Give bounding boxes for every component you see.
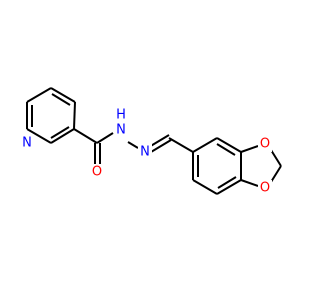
hydrazone-hydrogen-label: H (116, 108, 126, 123)
bond (270, 165, 282, 183)
bond (216, 137, 242, 153)
dioxole-ring (240, 145, 282, 187)
bond (168, 137, 194, 153)
dioxole-lower-oxygen-label: O (260, 181, 270, 196)
amide-linkage (73, 128, 114, 166)
double-bond-inner (51, 93, 71, 106)
pyridine-nitrogen-label: N (22, 136, 32, 151)
double-bond-inner (216, 143, 236, 156)
benzene-ring (192, 137, 242, 195)
imine-double-bond (150, 139, 172, 153)
bond (96, 132, 114, 144)
bond (50, 87, 76, 103)
bond (240, 145, 259, 153)
atom-labels: N O N H N O O (20, 108, 272, 196)
bond (270, 149, 282, 167)
imine-double-bond (148, 134, 170, 148)
bond (73, 128, 98, 144)
bond (50, 128, 75, 144)
bond (73, 101, 76, 130)
double-bond-inner (217, 176, 237, 189)
bond (192, 179, 218, 195)
carbonyl-oxygen-label: O (92, 165, 102, 180)
bond (192, 137, 218, 153)
hydrazone-linkage (120, 120, 194, 153)
molecule-structure-diagram: N O N H N O O (20, 87, 282, 196)
bond (240, 179, 259, 187)
bond (26, 128, 52, 144)
bond (26, 87, 52, 103)
bond (127, 141, 139, 149)
imine-nitrogen-label: N (140, 145, 150, 160)
dioxole-upper-oxygen-label: O (260, 137, 270, 152)
double-bond-inner (50, 126, 70, 139)
pyridine-ring (26, 87, 76, 144)
bond (216, 179, 242, 195)
hydrazone-nh-nitrogen-label: N (116, 123, 126, 138)
